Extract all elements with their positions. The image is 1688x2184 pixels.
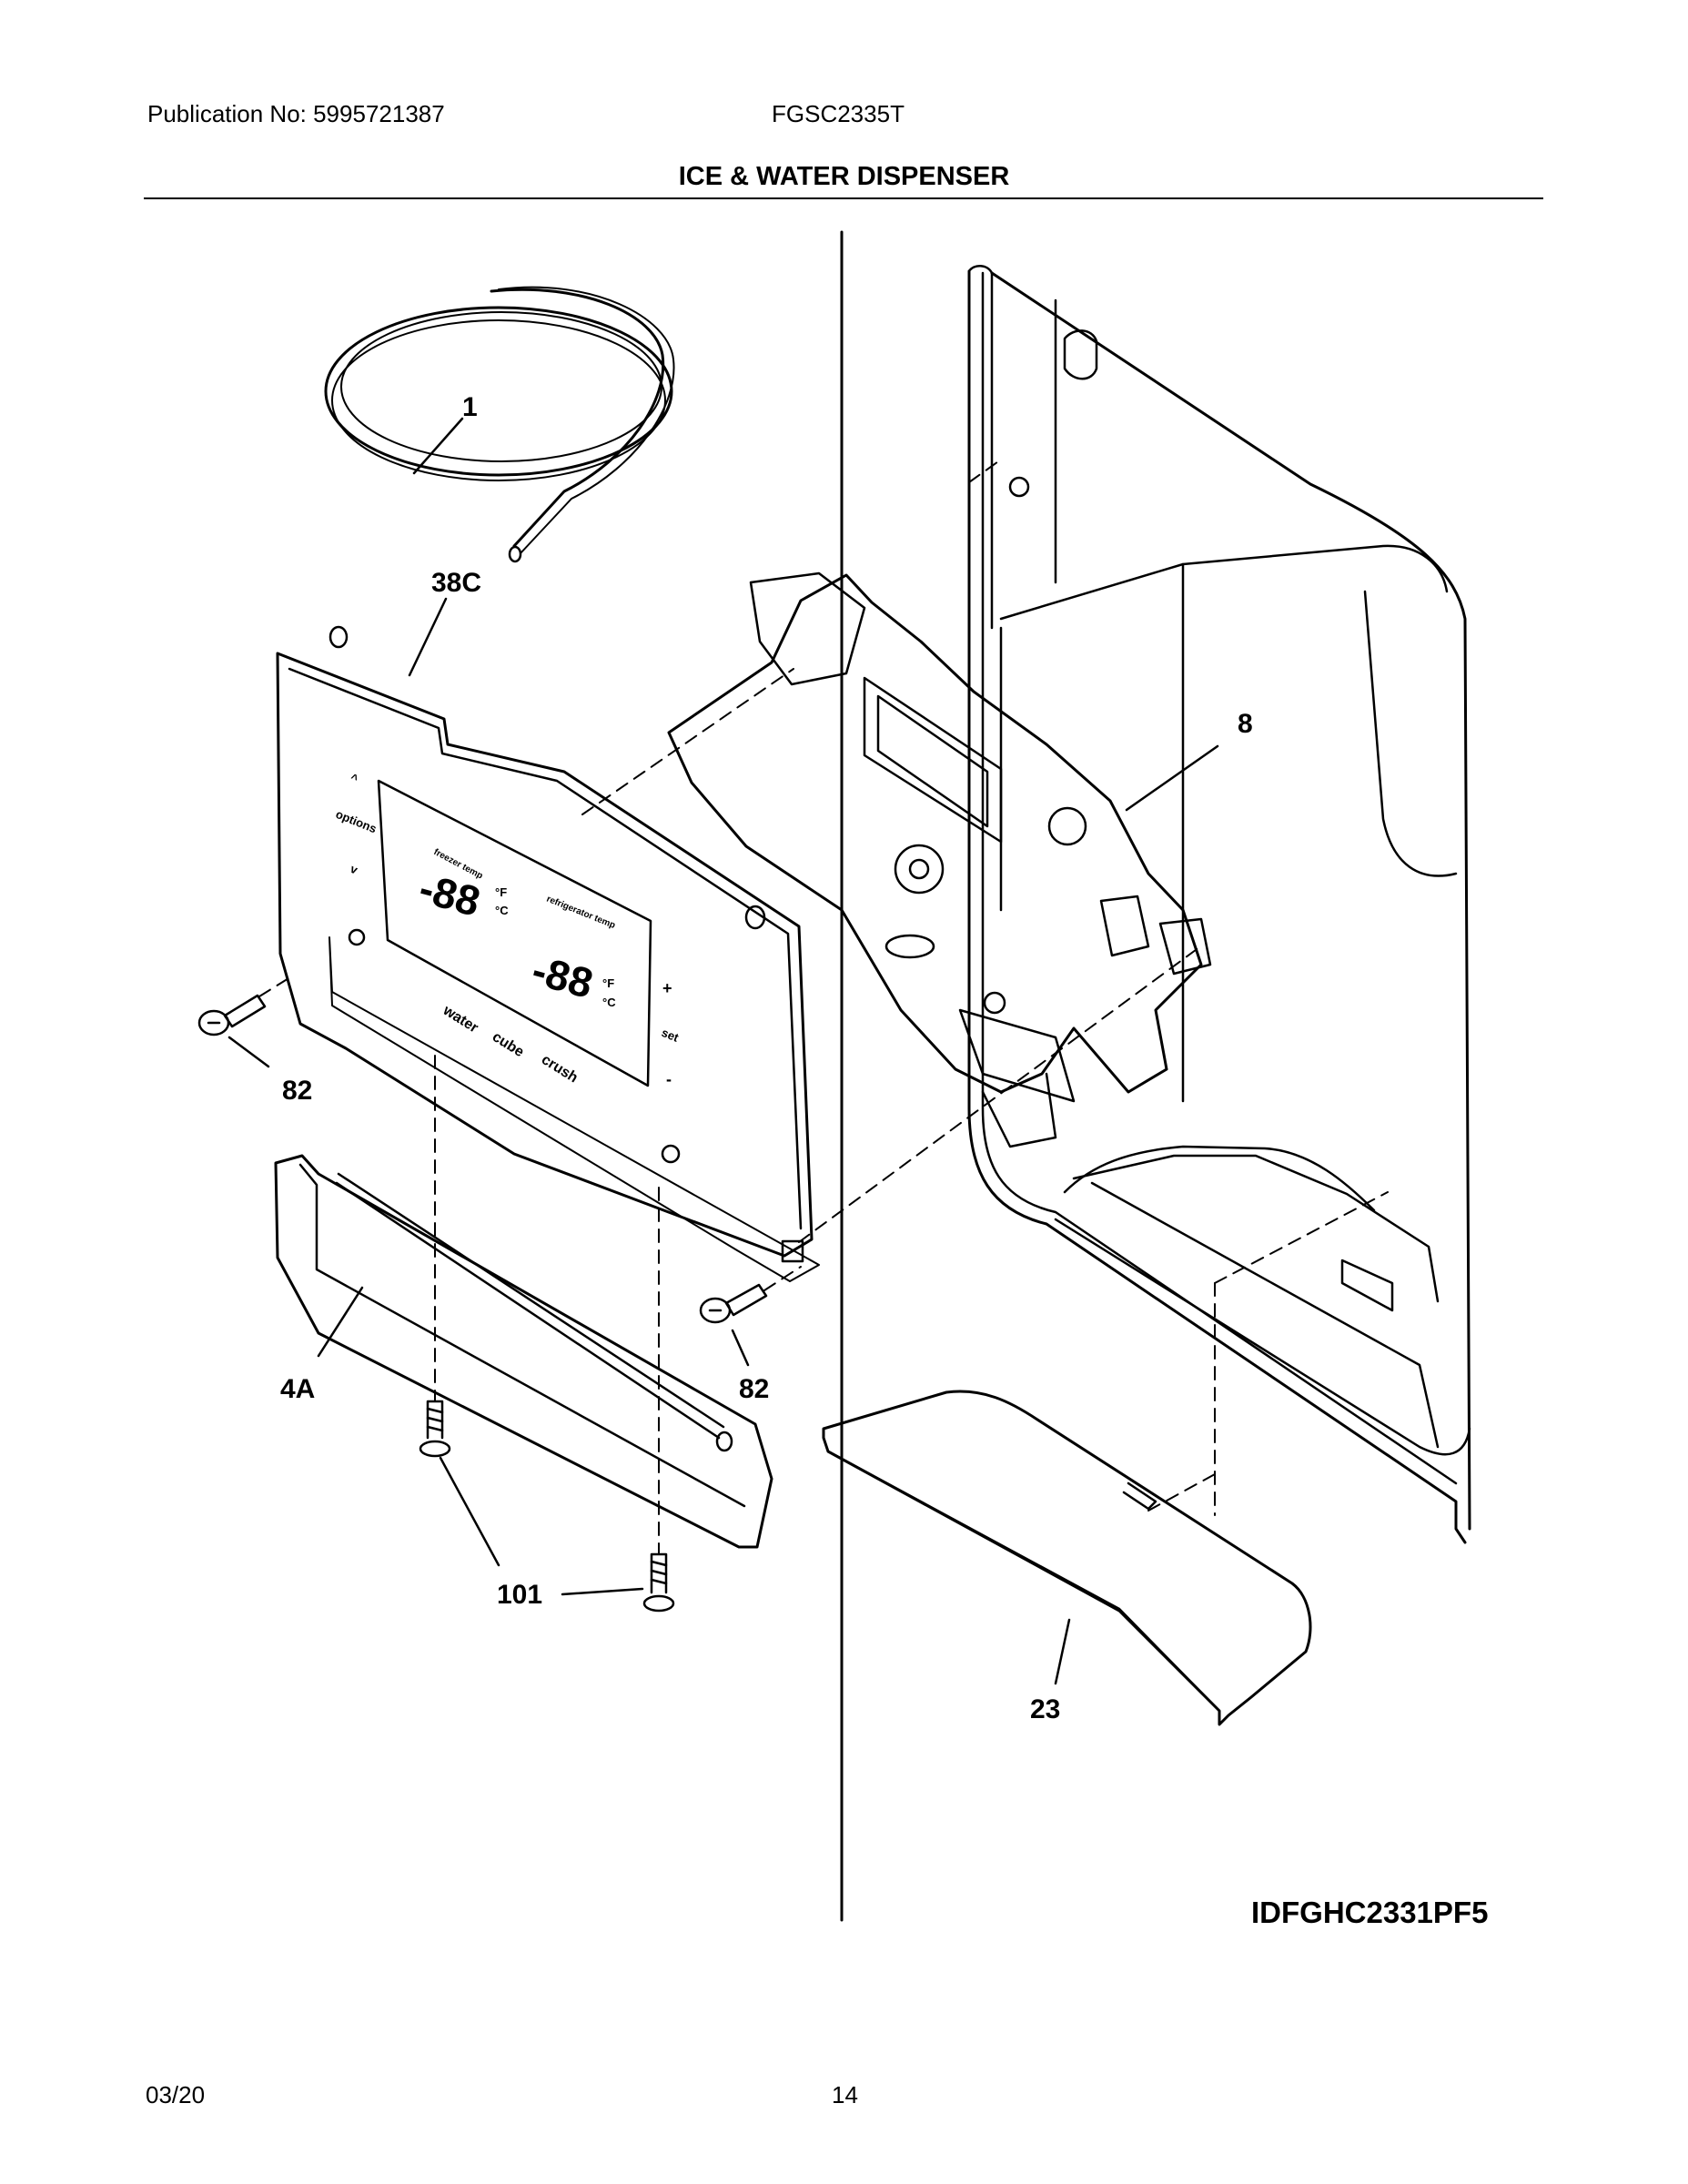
alignment-lines (258, 459, 1389, 1555)
illustration-id: IDFGHC2331PF5 (1251, 1896, 1488, 1929)
model-number: FGSC2335T (772, 100, 905, 127)
callout-23: 23 (1030, 1694, 1060, 1724)
dispenser-assembly-part (667, 571, 1212, 1148)
footer-date: 03/20 (146, 2081, 206, 2108)
minus-label: - (666, 1070, 672, 1088)
refrigerator-unit-c: °C (602, 996, 616, 1009)
freezer-unit-c: °C (495, 904, 509, 917)
header-rule (144, 197, 1543, 199)
water-label: water (440, 1002, 480, 1036)
set-label: set (660, 1026, 682, 1045)
callout-8: 8 (1238, 709, 1253, 739)
refrigerator-temp-label: refrigerator temp (545, 895, 617, 931)
page-number: 14 (832, 2081, 858, 2108)
refrigerator-display: -88 (527, 945, 598, 1006)
callout-4A: 4A (280, 1374, 315, 1404)
panel-up-label: ^ (349, 771, 360, 786)
freezer-unit-f: °F (495, 885, 507, 899)
screw-101-left (419, 1400, 451, 1458)
panel-down-label: v (349, 862, 360, 877)
refrigerator-unit-f: °F (602, 976, 614, 990)
cube-label: cube (490, 1029, 527, 1060)
callout-38C: 38C (431, 568, 481, 598)
drip-tray-part (822, 1390, 1312, 1726)
panel-options-label: options (334, 807, 379, 835)
plus-label: + (662, 979, 672, 997)
water-tube-part (324, 286, 675, 563)
dispenser-housing (967, 265, 1471, 1544)
control-panel-part (276, 625, 820, 1282)
callout-1: 1 (462, 392, 478, 422)
page-title: ICE & WATER DISPENSER (678, 162, 1010, 191)
screw-101-right (642, 1552, 675, 1613)
leader-lines (227, 417, 1219, 1685)
trim-part (274, 1154, 773, 1549)
callout-101: 101 (497, 1580, 542, 1610)
callout-82-left: 82 (282, 1076, 312, 1106)
crush-label: crush (539, 1052, 581, 1087)
screw-82-left (197, 994, 267, 1036)
callout-82-right: 82 (739, 1374, 769, 1404)
publication-number: Publication No: 5995721387 (147, 100, 445, 127)
screw-82-right (699, 1283, 768, 1324)
